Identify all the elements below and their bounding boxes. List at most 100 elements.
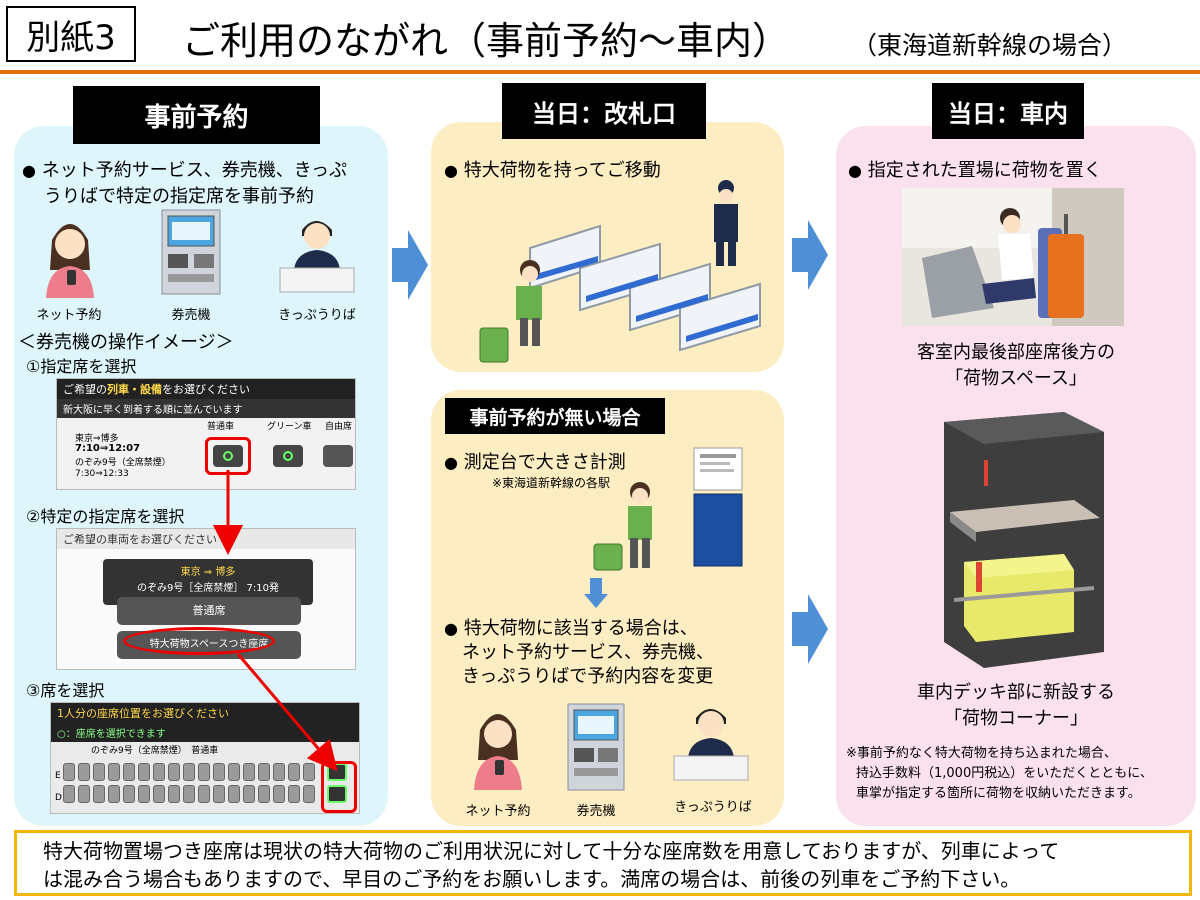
flow-arrow-right-icon bbox=[792, 594, 828, 664]
bullet-dot-icon: ● bbox=[848, 161, 862, 180]
advance-reservation-heading: 事前予約 bbox=[73, 86, 320, 144]
step-3-label: ③席を選択 bbox=[26, 681, 105, 700]
icon-label-counter-2: きっぷうりば bbox=[674, 800, 752, 815]
seat-cell[interactable] bbox=[168, 763, 180, 781]
seat-cell[interactable] bbox=[303, 785, 315, 803]
seat-cell[interactable] bbox=[258, 785, 270, 803]
change-bullet-cont1: ネット予約サービス、券売機、 bbox=[462, 642, 714, 663]
page-title: ご利用のながれ（事前予約～車内） bbox=[182, 19, 791, 63]
icon-label-net-2: ネット予約 bbox=[465, 804, 531, 819]
smartphone-woman-icon bbox=[46, 224, 94, 298]
seat-cell[interactable] bbox=[228, 785, 240, 803]
seat-cell[interactable] bbox=[78, 763, 90, 781]
onboard-heading: 当日：車内 bbox=[932, 83, 1084, 139]
icon-label-machine: 券売機 bbox=[171, 308, 211, 323]
available-seat-cell[interactable] bbox=[327, 785, 347, 803]
measure-note: ※東海道新幹線の各駅 bbox=[492, 476, 611, 490]
footer-notice: 特大荷物置場つき座席は現状の特大荷物のご利用状況に対して十分な座席数を用意してお… bbox=[14, 830, 1192, 896]
ticket-machine-icon bbox=[567, 703, 625, 791]
icon-label-counter: きっぷうりば bbox=[278, 308, 356, 323]
onboard-bullet: ● 指定された置場に荷物を置く bbox=[848, 160, 1102, 181]
reservation-bullet-cont: うりばで特定の指定席を事前予約 bbox=[44, 186, 314, 207]
non-reserved-button[interactable] bbox=[323, 445, 353, 467]
seat-cell[interactable] bbox=[123, 785, 135, 803]
ticket-machine-icon bbox=[161, 209, 221, 295]
fee-note-1: ※事前予約なく特大荷物を持ち込まれた場合、 bbox=[846, 746, 1117, 761]
seat-cell[interactable] bbox=[63, 785, 75, 803]
ticket-clerk-icon bbox=[673, 709, 749, 781]
green-car-button[interactable] bbox=[273, 445, 303, 467]
seat-cell[interactable] bbox=[123, 763, 135, 781]
flow-arrow-right-icon bbox=[792, 220, 828, 290]
normal-seat-button[interactable]: 普通席 bbox=[117, 597, 301, 625]
seat-cell[interactable] bbox=[273, 763, 285, 781]
document-tag: 別紙3 bbox=[6, 6, 136, 62]
bullet-dot-icon: ● bbox=[22, 161, 36, 180]
change-bullet-cont2: きっぷうりばで予約内容を変更 bbox=[462, 666, 714, 687]
fee-note-2: 持込手数料（1,000円税込）をいただくとともに、 bbox=[856, 766, 1153, 781]
bullet-dot-icon: ● bbox=[444, 161, 458, 180]
seat-cell[interactable] bbox=[243, 785, 255, 803]
seat-cell[interactable] bbox=[198, 785, 210, 803]
bullet-dot-icon: ● bbox=[444, 619, 458, 638]
screen-select-car: ご希望の車両をお選びください 東京 ⇒ 博多 のぞみ9号［全席禁煙］ 7:10発… bbox=[56, 528, 356, 670]
highlight-oval bbox=[123, 627, 275, 655]
footer-line-1: 特大荷物置場つき座席は現状の特大荷物のご利用状況に対して十分な座席数を用意してお… bbox=[43, 839, 1060, 863]
seat-cell[interactable] bbox=[288, 763, 300, 781]
screen-select-train: ご希望の列車・設備をお選びください 新大阪に早く到着する順に並んでいます 東京⇒… bbox=[56, 378, 356, 490]
seat-cell[interactable] bbox=[213, 785, 225, 803]
change-bullet: ● 特大荷物に該当する場合は、 bbox=[444, 618, 698, 639]
fee-note-3: 車掌が指定する箇所に荷物を収納いただきます。 bbox=[856, 786, 1141, 801]
down-arrow-icon bbox=[584, 578, 608, 608]
seat-cell[interactable] bbox=[228, 763, 240, 781]
luggage-corner-caption-1: 車内デッキ部に新設する bbox=[917, 682, 1115, 703]
seat-cell[interactable] bbox=[108, 763, 120, 781]
seat-cell[interactable] bbox=[153, 785, 165, 803]
seat-cell[interactable] bbox=[183, 763, 195, 781]
gate-bullet: ● 特大荷物を持ってご移動 bbox=[444, 160, 661, 181]
step-2-label: ②特定の指定席を選択 bbox=[26, 507, 185, 526]
seat-cell[interactable] bbox=[138, 785, 150, 803]
no-reservation-heading: 事前予約が無い場合 bbox=[445, 398, 665, 434]
seat-cell[interactable] bbox=[108, 785, 120, 803]
seat-cell[interactable] bbox=[198, 763, 210, 781]
measure-bullet: ● 測定台で大きさ計測 bbox=[444, 452, 626, 473]
icon-label-machine-2: 券売機 bbox=[576, 804, 616, 819]
traveler-with-suitcase-icon bbox=[593, 482, 652, 571]
footer-line-2: は混み合う場合もありますので、早目のご予約をお願いします。満席の場合は、前後の列… bbox=[43, 867, 1021, 891]
luggage-space-photo bbox=[902, 188, 1124, 326]
page-subtitle: （東海道新幹線の場合） bbox=[852, 31, 1128, 60]
seat-cell[interactable] bbox=[63, 763, 75, 781]
seat-cell[interactable] bbox=[213, 763, 225, 781]
ticket-gate-illustration bbox=[479, 180, 761, 363]
seat-cell[interactable] bbox=[288, 785, 300, 803]
operation-image-title: ＜券売機の操作イメージ＞ bbox=[18, 332, 234, 353]
seat-cell[interactable] bbox=[243, 763, 255, 781]
step-1-label: ①指定席を選択 bbox=[26, 357, 137, 376]
title-divider bbox=[0, 70, 1200, 74]
measuring-stand-icon bbox=[693, 447, 743, 567]
seat-cell[interactable] bbox=[258, 763, 270, 781]
seat-cell[interactable] bbox=[183, 785, 195, 803]
seat-highlight-ring bbox=[321, 761, 357, 813]
seat-cell[interactable] bbox=[153, 763, 165, 781]
seat-cell[interactable] bbox=[168, 785, 180, 803]
ticket-clerk-icon bbox=[279, 221, 355, 293]
seat-cell[interactable] bbox=[93, 763, 105, 781]
luggage-corner-caption-2: 「荷物コーナー」 bbox=[944, 708, 1088, 729]
seat-cell[interactable] bbox=[78, 785, 90, 803]
luggage-corner-illustration bbox=[944, 412, 1104, 668]
seat-cell[interactable] bbox=[273, 785, 285, 803]
smartphone-woman-icon bbox=[474, 714, 522, 790]
seat-cell[interactable] bbox=[93, 785, 105, 803]
luggage-space-caption-1: 客室内最後部座席後方の bbox=[917, 342, 1115, 363]
reserved-seat-button[interactable] bbox=[213, 445, 243, 467]
flow-red-arrows bbox=[213, 470, 338, 772]
seat-cell[interactable] bbox=[138, 763, 150, 781]
luggage-space-caption-2: 「荷物スペース」 bbox=[945, 368, 1087, 389]
bullet-dot-icon: ● bbox=[444, 453, 458, 472]
icon-label-net: ネット予約 bbox=[36, 308, 102, 323]
flow-arrow-right-icon bbox=[392, 230, 428, 300]
ticket-gate-heading: 当日：改札口 bbox=[502, 83, 706, 139]
reservation-bullet: ● ネット予約サービス、券売機、きっぷ bbox=[22, 160, 347, 181]
